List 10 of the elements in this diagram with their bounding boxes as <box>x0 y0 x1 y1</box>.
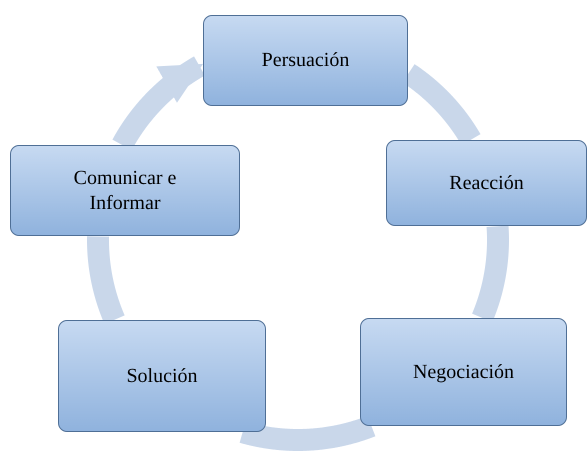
process-box <box>10 145 240 236</box>
box-label: Solución <box>126 364 198 388</box>
process-box <box>386 140 587 226</box>
box-label: Persuación <box>262 48 350 73</box>
process-box <box>360 318 567 426</box>
process-box <box>203 15 408 106</box>
box-label: Negociación <box>412 360 514 384</box>
process-box <box>58 320 266 432</box>
box-label: Reacción <box>449 170 524 196</box>
box-label: Comunicar e Informar <box>72 166 178 216</box>
